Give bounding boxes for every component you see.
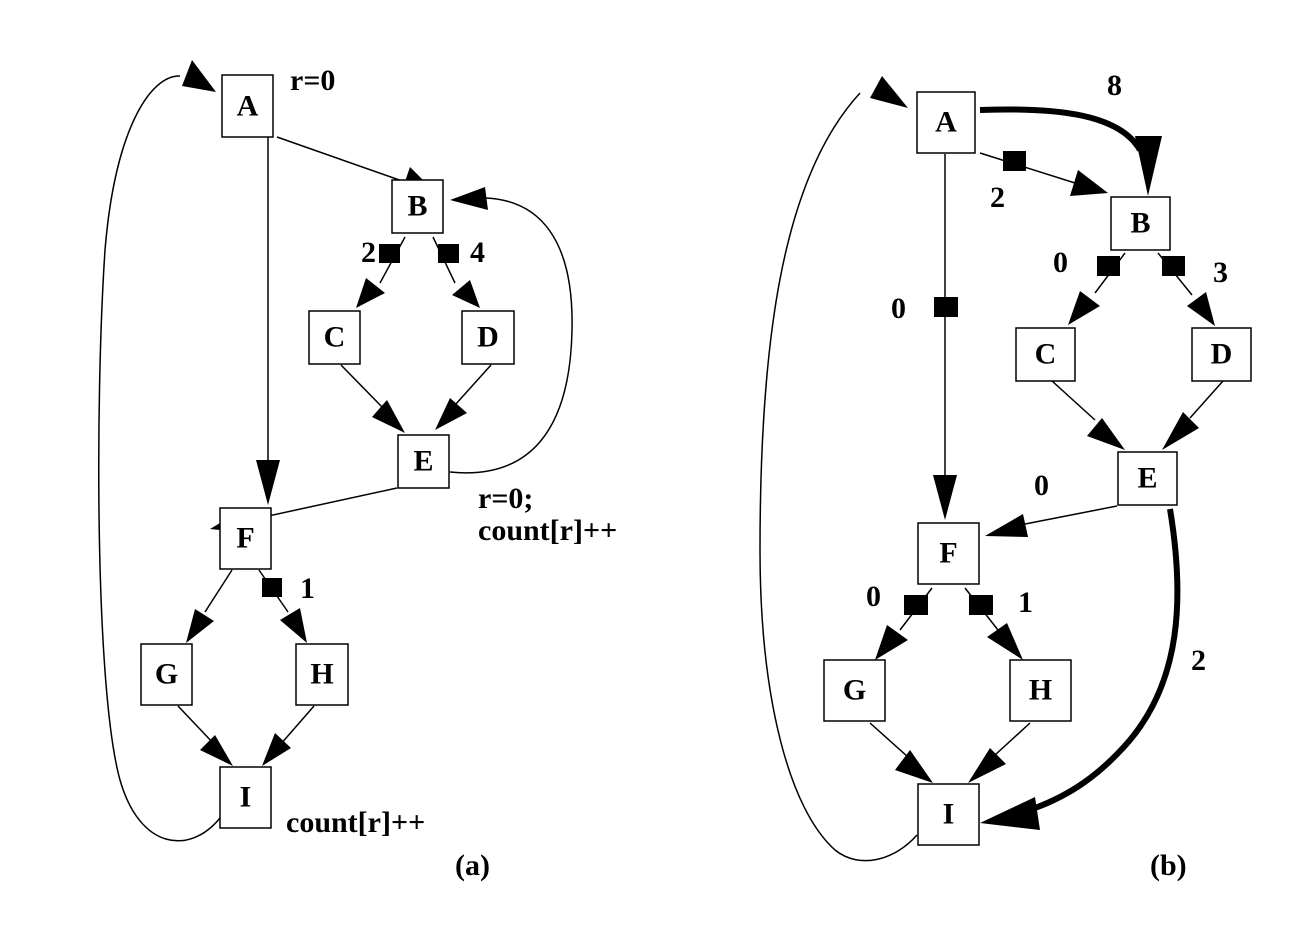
edge-b-B-C: [1068, 252, 1126, 325]
svg-text:G: G: [843, 674, 866, 707]
edge-a-D-E: [435, 364, 492, 430]
node-a-C[interactable]: C: [308, 310, 361, 365]
annotation-a-E-line1: r=0;: [478, 482, 533, 515]
svg-text:E: E: [1137, 462, 1157, 495]
edge-label: 2: [1191, 644, 1206, 677]
edge-label: 2: [990, 181, 1005, 214]
svg-text:A: A: [237, 90, 259, 123]
edge-b-A-B: [979, 151, 1108, 196]
edge-b-B-D: [1157, 252, 1215, 326]
edge-label: 3: [1213, 256, 1228, 289]
edge-a-G-I: [177, 705, 233, 766]
node-a-F[interactable]: F: [219, 507, 272, 570]
node-b-H[interactable]: H: [1009, 659, 1072, 722]
edge-a-I-A-back: [98, 60, 221, 842]
edge-marker: [969, 595, 993, 615]
edge-label: 1: [1018, 586, 1033, 619]
edge-label: 2: [361, 236, 376, 269]
edge-a-B-D: [432, 236, 480, 308]
edge-b-E-F: [985, 505, 1118, 537]
figure-b: A B C D E F G H: [759, 69, 1252, 882]
svg-text:B: B: [1130, 207, 1150, 240]
annotation-a-E-line2: count[r]++: [478, 514, 617, 547]
node-b-B[interactable]: B: [1110, 196, 1171, 251]
edge-label: 0: [1034, 469, 1049, 502]
svg-text:I: I: [240, 781, 252, 814]
svg-text:C: C: [1035, 338, 1057, 371]
edge-a-C-E: [340, 364, 405, 433]
edge-b-H-I: [968, 722, 1031, 783]
node-a-D[interactable]: D: [461, 310, 515, 365]
edge-b-G-I: [869, 722, 933, 783]
edge-label: 0: [1053, 246, 1068, 279]
node-a-G[interactable]: G: [140, 643, 193, 706]
node-b-C[interactable]: C: [1015, 327, 1076, 382]
edge-b-A-B-thick: [979, 106, 1162, 196]
node-b-E[interactable]: E: [1117, 451, 1178, 506]
node-b-G[interactable]: G: [823, 659, 886, 722]
node-b-A[interactable]: A: [916, 91, 976, 154]
edge-marker: [379, 244, 400, 263]
figure-caption-b: (b): [1150, 849, 1187, 882]
figure-caption-a: (a): [455, 849, 490, 882]
edge-marker: [1097, 256, 1120, 276]
node-a-B[interactable]: B: [391, 179, 444, 234]
node-a-H[interactable]: H: [295, 643, 349, 706]
svg-text:C: C: [324, 321, 346, 354]
edge-marker: [438, 244, 459, 263]
node-a-I[interactable]: I: [219, 766, 272, 829]
edge-label: 0: [891, 292, 906, 325]
node-a-E[interactable]: E: [397, 434, 450, 489]
node-b-D[interactable]: D: [1191, 327, 1252, 382]
node-b-F[interactable]: F: [917, 522, 980, 585]
edge-marker: [934, 297, 958, 317]
edge-b-F-G: [875, 587, 933, 660]
node-b-I[interactable]: I: [917, 783, 980, 846]
edge-marker: [1003, 151, 1026, 171]
edge-label: 1: [300, 572, 315, 605]
edge-marker: [904, 595, 928, 615]
svg-text:A: A: [935, 106, 957, 139]
edge-b-A-F: [933, 154, 958, 520]
svg-text:I: I: [943, 798, 955, 831]
node-a-A[interactable]: A: [221, 74, 274, 138]
annotation-a-I: count[r]++: [286, 806, 425, 839]
figure-a: A B C D E F G H: [98, 60, 617, 882]
edge-a-A-F: [256, 137, 280, 505]
svg-text:D: D: [477, 321, 499, 354]
svg-text:H: H: [1029, 674, 1052, 707]
edge-marker: [262, 578, 282, 597]
svg-text:F: F: [939, 537, 957, 570]
edge-a-B-C: [356, 236, 406, 308]
svg-text:B: B: [407, 190, 427, 223]
edge-b-C-E: [1051, 380, 1125, 450]
annotation-a-A: r=0: [290, 64, 335, 97]
svg-text:E: E: [413, 445, 433, 478]
edge-marker: [1162, 256, 1185, 276]
edge-a-F-G: [186, 569, 233, 643]
edge-a-E-B-back: [449, 187, 573, 474]
svg-text:H: H: [310, 658, 333, 691]
edge-b-I-A-back: [759, 76, 918, 862]
edge-b-E-I-thick: [980, 508, 1181, 830]
svg-text:G: G: [155, 658, 178, 691]
edge-b-F-H: [964, 587, 1023, 660]
edge-b-D-E: [1162, 380, 1224, 450]
edge-a-F-H: [258, 569, 307, 643]
edge-label: 0: [866, 580, 881, 613]
edge-label: 4: [470, 236, 485, 269]
svg-text:F: F: [236, 522, 254, 555]
svg-text:D: D: [1211, 338, 1233, 371]
edge-a-H-I: [262, 705, 315, 766]
edge-label: 8: [1107, 69, 1122, 102]
